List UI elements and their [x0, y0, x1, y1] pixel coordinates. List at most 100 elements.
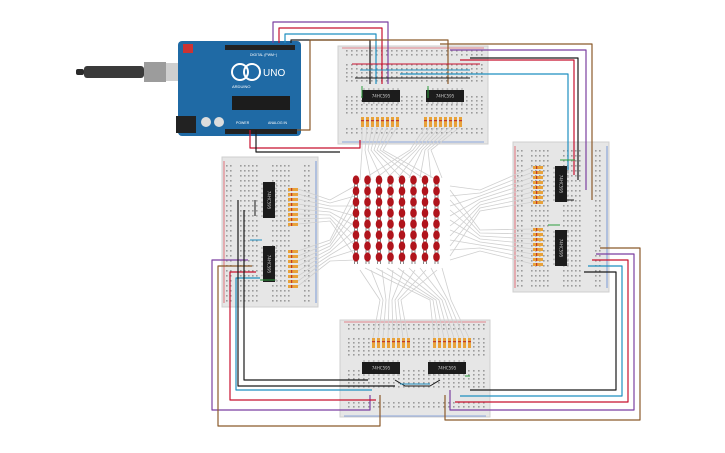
resistor[interactable]	[533, 238, 543, 241]
resistor[interactable]	[449, 117, 452, 127]
resistor[interactable]	[533, 171, 543, 174]
led[interactable]	[387, 230, 394, 240]
resistor[interactable]	[392, 338, 395, 348]
resistor[interactable]	[288, 193, 298, 196]
led[interactable]	[387, 219, 394, 229]
led[interactable]	[433, 219, 440, 229]
led[interactable]	[387, 208, 394, 218]
led[interactable]	[364, 252, 371, 262]
resistor[interactable]	[288, 285, 298, 288]
resistor[interactable]	[433, 338, 436, 348]
resistor[interactable]	[533, 228, 543, 231]
led[interactable]	[410, 230, 417, 240]
led[interactable]	[387, 175, 394, 185]
shift-register-chip[interactable]	[428, 362, 466, 374]
led[interactable]	[433, 241, 440, 251]
resistor[interactable]	[468, 338, 471, 348]
resistor[interactable]	[438, 338, 441, 348]
resistor[interactable]	[288, 198, 298, 201]
wire[interactable]	[449, 253, 635, 411]
resistor[interactable]	[444, 117, 447, 127]
wire[interactable]	[394, 379, 441, 387]
led[interactable]	[433, 175, 440, 185]
wire[interactable]	[460, 265, 623, 397]
led[interactable]	[364, 175, 371, 185]
wire[interactable]	[249, 130, 361, 149]
led[interactable]	[352, 197, 360, 207]
led[interactable]	[410, 175, 417, 185]
resistor[interactable]	[288, 275, 298, 278]
led[interactable]	[398, 219, 406, 229]
led[interactable]	[375, 219, 383, 229]
resistor[interactable]	[288, 208, 298, 211]
led[interactable]	[410, 252, 417, 262]
resistor[interactable]	[533, 181, 543, 184]
led[interactable]	[352, 230, 360, 240]
resistor[interactable]	[533, 196, 543, 199]
resistor[interactable]	[458, 338, 461, 348]
wire[interactable]	[217, 265, 381, 427]
led[interactable]	[352, 219, 360, 229]
shift-register-chip[interactable]	[362, 362, 400, 374]
resistor[interactable]	[386, 117, 389, 127]
led[interactable]	[387, 241, 394, 251]
wire[interactable]	[229, 271, 376, 401]
resistor[interactable]	[288, 270, 298, 273]
resistor[interactable]	[361, 117, 364, 127]
led[interactable]	[433, 230, 440, 240]
shift-register-chip[interactable]	[555, 166, 567, 202]
resistor[interactable]	[288, 265, 298, 268]
led[interactable]	[433, 197, 440, 207]
wire[interactable]	[455, 259, 629, 403]
wire[interactable]	[450, 49, 587, 190]
resistor[interactable]	[407, 338, 410, 348]
led[interactable]	[387, 186, 394, 196]
led[interactable]	[387, 197, 394, 207]
resistor[interactable]	[533, 201, 543, 204]
wire[interactable]	[235, 277, 372, 391]
shift-register-chip[interactable]	[362, 90, 400, 102]
led[interactable]	[410, 241, 417, 251]
led[interactable]	[352, 252, 360, 262]
resistor[interactable]	[533, 248, 543, 251]
resistor[interactable]	[397, 338, 400, 348]
resistor[interactable]	[439, 117, 442, 127]
resistor[interactable]	[288, 213, 298, 216]
wire[interactable]	[400, 73, 569, 170]
led[interactable]	[398, 230, 406, 240]
resistor[interactable]	[533, 191, 543, 194]
resistor[interactable]	[533, 258, 543, 261]
resistor[interactable]	[288, 280, 298, 283]
led[interactable]	[433, 208, 440, 218]
led[interactable]	[375, 175, 383, 185]
resistor[interactable]	[448, 338, 451, 348]
led[interactable]	[410, 208, 417, 218]
resistor[interactable]	[463, 338, 466, 348]
resistor[interactable]	[533, 166, 543, 169]
resistor[interactable]	[434, 117, 437, 127]
wire[interactable]	[237, 200, 395, 387]
led[interactable]	[421, 241, 429, 251]
resistor[interactable]	[533, 253, 543, 256]
resistor[interactable]	[288, 203, 298, 206]
led[interactable]	[352, 208, 360, 218]
led[interactable]	[410, 219, 417, 229]
led[interactable]	[410, 197, 417, 207]
shift-register-chip[interactable]	[426, 90, 464, 102]
led[interactable]	[398, 186, 406, 196]
shift-register-chip[interactable]	[555, 230, 567, 266]
led[interactable]	[364, 186, 371, 196]
resistor[interactable]	[402, 338, 405, 348]
resistor[interactable]	[424, 117, 427, 127]
led[interactable]	[433, 252, 440, 262]
resistor[interactable]	[372, 338, 375, 348]
led[interactable]	[421, 197, 429, 207]
wire[interactable]	[278, 27, 383, 84]
resistor[interactable]	[288, 255, 298, 258]
resistor[interactable]	[459, 117, 462, 127]
wire[interactable]	[272, 21, 389, 84]
resistor[interactable]	[376, 117, 379, 127]
led[interactable]	[375, 197, 383, 207]
led[interactable]	[421, 208, 429, 218]
led[interactable]	[398, 252, 406, 262]
